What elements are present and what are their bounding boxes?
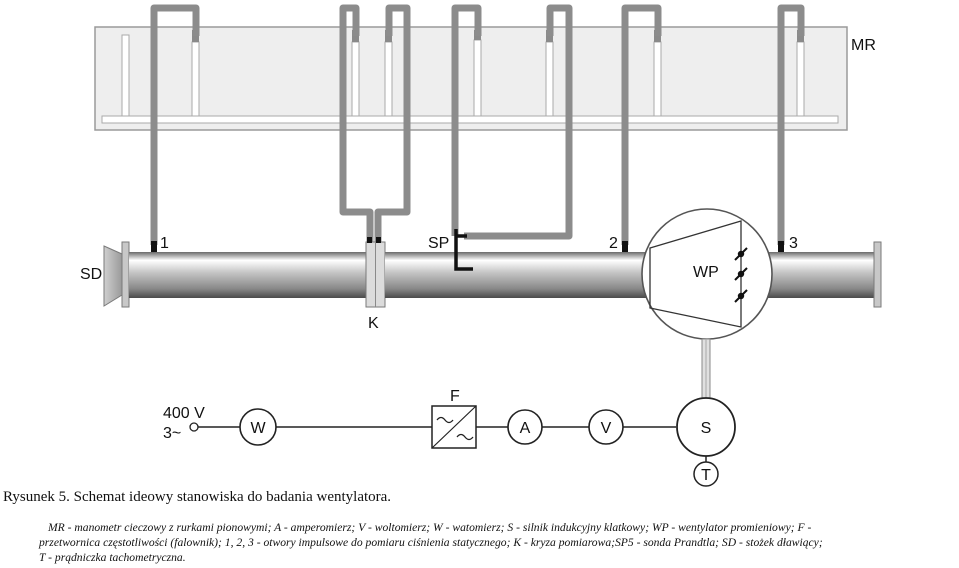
label-f: F [450, 388, 460, 405]
label-v: V [601, 420, 612, 437]
label-sp: SP [428, 235, 449, 252]
manometer-mr [94, 26, 848, 131]
label-a: A [520, 420, 531, 437]
ammeter-a-icon [507, 409, 543, 445]
label-wp: WP [693, 264, 719, 281]
figure-legend: MR - manometr cieczowy z rurkami pionowy… [39, 520, 953, 565]
label-t: T [701, 467, 711, 484]
label-w: W [250, 420, 266, 437]
test-stand-diagram: MR SD 1 2 3 SP K WP F 400 V 3~ W A V S T [80, 4, 882, 487]
figure-caption: Rysunek 5. Schemat ideowy stanowiska do … [3, 489, 392, 505]
tachogenerator-t-icon [693, 461, 719, 487]
impulse-tubes [150, 4, 805, 245]
label-sd: SD [80, 266, 102, 283]
prandtl-probe-sp [454, 229, 473, 271]
pressure-taps [151, 237, 784, 252]
label-voltage: 400 V [163, 405, 205, 422]
motor-s-icon [676, 397, 736, 457]
wattmeter-w-icon [239, 408, 277, 446]
terminal-icon [189, 422, 199, 432]
legend-line: MR - manometr cieczowy z rurkami pionowy… [48, 521, 812, 534]
label-mr: MR [851, 37, 876, 54]
label-phase: 3~ [163, 425, 181, 442]
legend-line: przetwornica częstotliwości (falownik); … [39, 536, 823, 549]
label-tap-2: 2 [609, 235, 618, 252]
duct [103, 241, 882, 308]
label-k: K [368, 315, 379, 332]
inverter-f-icon [431, 405, 477, 449]
label-s: S [701, 420, 712, 437]
legend-line: T - prądniczka tachometryczna. [39, 551, 186, 564]
label-tap-3: 3 [789, 235, 798, 252]
voltmeter-v-icon [588, 409, 624, 445]
electrical-circuit [189, 397, 736, 487]
throttling-cone-sd [103, 245, 123, 307]
label-tap-1: 1 [160, 235, 169, 252]
shaft [701, 338, 711, 400]
